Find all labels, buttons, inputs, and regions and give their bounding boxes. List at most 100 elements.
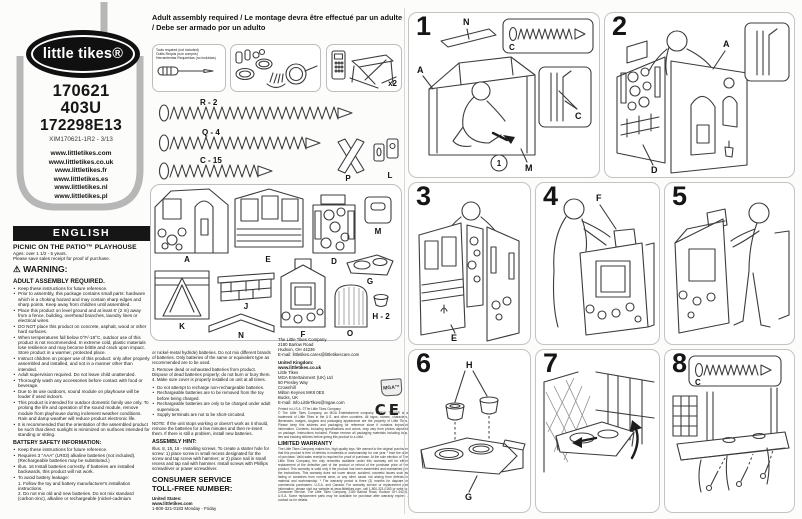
us-label: United States:	[152, 495, 182, 501]
warning-bullet: Due to its use outdoors, sound module on…	[13, 389, 150, 399]
battery-bullet: Supply terminals are not to be short-cir…	[152, 412, 273, 417]
step-2-number: 2	[612, 11, 628, 41]
hardware-diagram: R - 2 Q - 4 C - 15 P L	[158, 98, 399, 183]
tools-required-line: Herramientas Requeridas (no incluidas)	[156, 56, 216, 61]
little-tikes-logo-text: little tikes®	[31, 35, 135, 73]
battery-step-4: 4. Make sure cover is properly installed…	[152, 377, 266, 383]
part-d-label: D	[331, 257, 337, 266]
label-a: A	[723, 39, 730, 49]
address-line: E-mail: Info.LittleTikes@mgae.com	[278, 400, 345, 406]
label-a: A	[417, 65, 424, 75]
tools-required-line: Outils Requis (non compris)	[156, 52, 198, 57]
mga-badge: MGA™	[380, 378, 403, 397]
adult-assembly-heading: ADULT ASSEMBLY REQUIRED.	[13, 277, 105, 285]
part-j-label: J	[244, 302, 248, 311]
section-divider	[404, 8, 405, 514]
receipt-line: Please save sales receipt for proof of p…	[13, 256, 111, 262]
screw-r-label: R - 2	[200, 98, 218, 107]
address-line: Little Tikes	[278, 370, 299, 376]
step-4-number: 4	[543, 181, 559, 211]
step-8-illustration: C	[672, 355, 790, 493]
website-url: www.littletikes.pl	[54, 192, 108, 200]
step-7-number: 7	[543, 348, 559, 378]
language-banner: ENGLISH	[13, 226, 150, 241]
remote-and-table-illustration	[331, 50, 397, 89]
step-7-illustration	[543, 371, 655, 473]
address-line: Milton Keynes MK8 0ES	[278, 390, 325, 396]
address-line: 50 Presley Way	[278, 380, 308, 386]
screw-c-label: C - 15	[200, 156, 222, 165]
address-line: Crownhill	[278, 385, 296, 391]
warning-bullet: Keep these instructions for future refer…	[13, 286, 150, 291]
battery-bullet: Do not attempt to recharge non-rechargea…	[152, 385, 273, 390]
table-quantity: x2	[388, 79, 397, 88]
accessories-box	[230, 44, 321, 92]
detail-c-label: C	[575, 111, 582, 121]
label-g: G	[465, 492, 472, 502]
english-section: ENGLISH PICNIC ON THE PATIO™ PLAYHOUSE A…	[13, 226, 150, 502]
sidebar: little tikes® 170621 403U 172298E13 XIM1…	[0, 0, 166, 519]
remote-table-box: x2	[326, 44, 402, 92]
warning-bullet: Adult supervision required. Do not leave…	[13, 372, 150, 377]
parts-illustration: A E D M K J N	[154, 188, 394, 340]
step-2-illustration: A D	[616, 22, 790, 175]
website-url: www.littletikes.nl	[54, 184, 108, 192]
label-n: N	[463, 17, 470, 27]
step-5-illustration	[674, 202, 790, 334]
tools-required-box: Tools required (not included)Outils Requ…	[152, 44, 226, 92]
ages-line: Ages: over 1 1/2 - 5 years.	[13, 251, 67, 256]
address-line: The Little Tikes Company	[278, 337, 327, 342]
warning-triangle-icon: ⚠	[13, 264, 21, 275]
battery-bullets-2: Do not attempt to recharge non-rechargea…	[152, 385, 273, 418]
screw-q-label: Q - 4	[202, 128, 220, 137]
part-g-label: G	[367, 277, 373, 286]
address-line: E-mail: littletikes.cares@littletikescar…	[278, 352, 360, 357]
label-d: D	[651, 165, 658, 175]
part-n-label: N	[238, 331, 244, 339]
step-6-illustration: H G	[420, 360, 526, 502]
part-m-label: M	[375, 227, 382, 236]
assembly-hint-title: ASSEMBLY HINT:	[152, 438, 197, 445]
address-line: Bucks, UK	[278, 395, 299, 401]
part-p-label: P	[345, 174, 351, 183]
label-h: H	[466, 360, 473, 370]
address-line: MGA Entertainment (UK) Ltd	[278, 375, 333, 381]
printed-line: Printed in U.S.A. ©The Little Tikes Comp…	[278, 407, 341, 412]
warning-bullet: It is recommended that the orientation o…	[13, 422, 150, 438]
address-line: 2180 Barlow Road	[278, 342, 314, 347]
part-f-label: F	[301, 330, 306, 339]
part-a-label: A	[184, 255, 190, 264]
battery-bullet: Requires 3 "AAA" (LR03) alkaline batteri…	[13, 453, 150, 463]
legal-small-print: © The Little Tikes Company, an MGA Enter…	[278, 411, 408, 439]
model-number: 172298E13	[39, 117, 122, 134]
step-1-number: 1	[416, 11, 432, 41]
us-website: www.littletikes.com	[152, 500, 193, 506]
inset-screw-c-label: C	[509, 43, 515, 52]
warning-bullet: Thoroughly wash any accessories before c…	[13, 378, 150, 388]
battery-numbered-item: 1. Follow the toy and battery manufactur…	[18, 480, 131, 492]
step-4-illustration: F	[552, 193, 655, 336]
step-7-panel: 7	[535, 348, 660, 513]
warning-word: WARNING:	[23, 264, 68, 275]
tools-required-text: Tools required (not included)Outils Requ…	[156, 48, 222, 61]
little-tikes-logo: little tikes®	[26, 30, 140, 78]
warranty-body: The Little Tikes Company makes fun, high…	[278, 447, 408, 503]
address-line: Hudson, OH 44236	[278, 347, 315, 352]
battery-bullet: Rechargeable batteries are to be removed…	[152, 390, 273, 400]
battery-bullet: Rechargeable batteries are only to be ch…	[152, 401, 273, 411]
website-url: www.littletikes.co.uk	[48, 158, 114, 166]
model-number: 170621	[52, 82, 110, 100]
consumer-service-title: CONSUMER SERVICE	[152, 475, 232, 485]
tools-required-line: Tools required (not included)	[156, 48, 199, 52]
label-f: F	[596, 193, 602, 203]
label-m: M	[525, 163, 533, 173]
step-1-panel: 1 N A M 1 C C	[408, 11, 600, 178]
step-3-number: 3	[416, 181, 432, 211]
note-paragraph: NOTE: If the unit stops working or doesn…	[152, 420, 269, 436]
model-number: 403U	[60, 99, 102, 117]
